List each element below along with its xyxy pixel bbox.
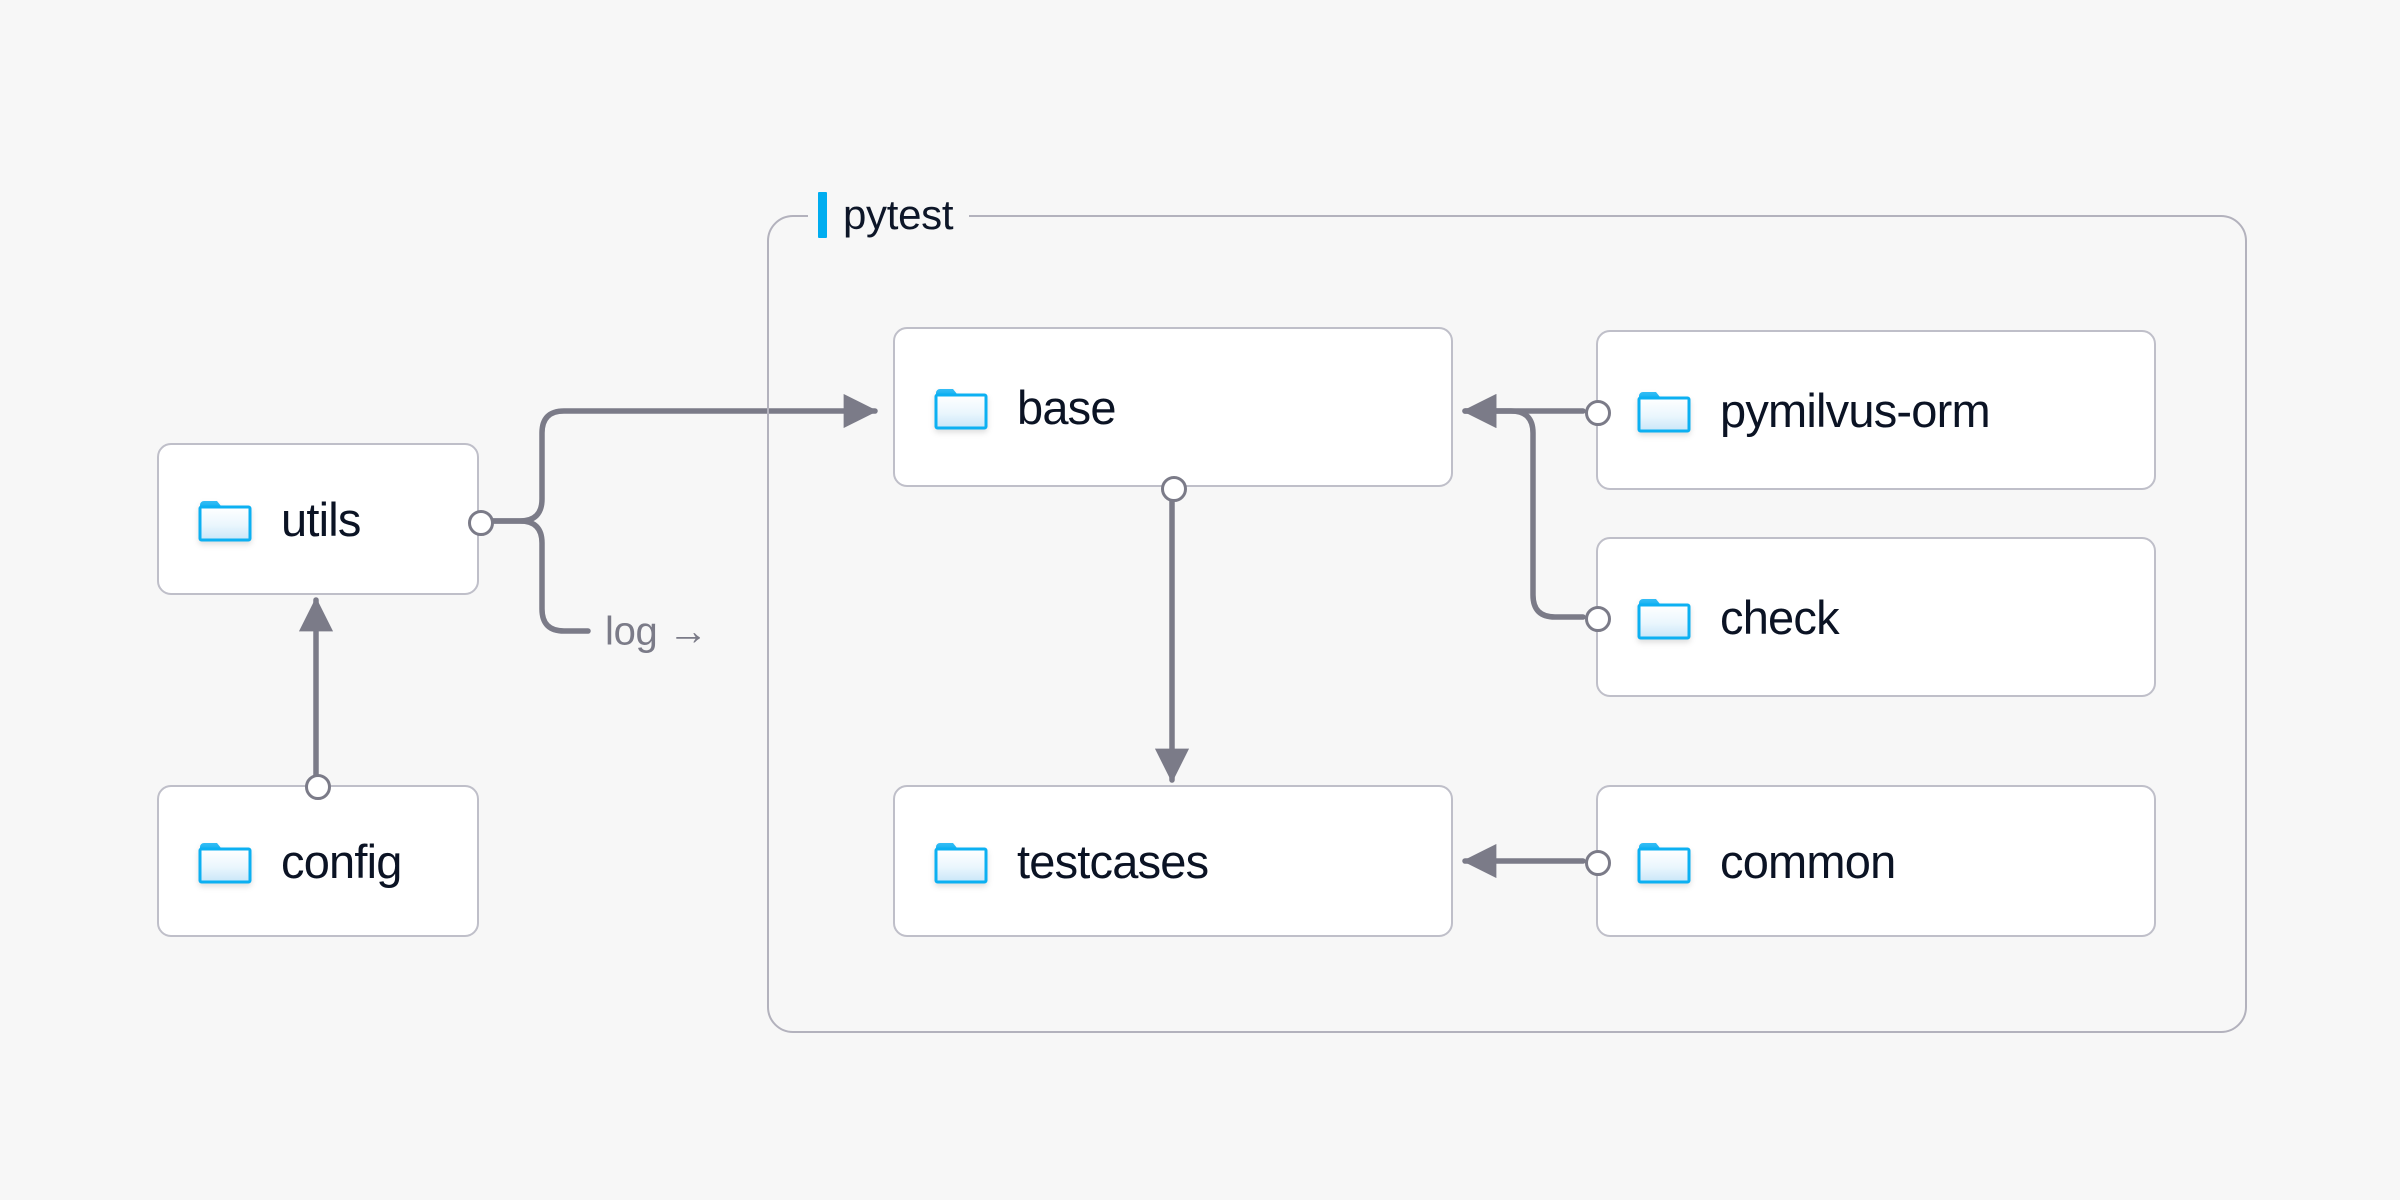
node-common[interactable]: common [1585, 785, 2156, 937]
node-base[interactable]: base [893, 327, 1453, 502]
node-config-label: config [281, 834, 402, 888]
node-common-label: common [1720, 834, 1896, 888]
folder-icon [1636, 593, 1692, 641]
node-pymilvus-orm-port-left[interactable] [1585, 400, 1611, 426]
node-check-port-left[interactable] [1585, 606, 1611, 632]
folder-icon [933, 383, 989, 431]
node-check-label: check [1720, 590, 1840, 644]
folder-icon [197, 837, 253, 885]
node-check[interactable]: check [1585, 537, 2156, 697]
folder-icon [197, 495, 253, 543]
node-config[interactable]: config [157, 774, 479, 937]
node-utils-label: utils [281, 492, 361, 546]
group-accent-bar [818, 192, 827, 238]
group-pytest-label-wrap: pytest [808, 188, 970, 242]
node-utils-port-right[interactable] [468, 510, 494, 536]
node-config-port-top[interactable] [305, 774, 331, 800]
node-base-label: base [1017, 380, 1117, 434]
folder-icon [1636, 837, 1692, 885]
group-pytest[interactable] [767, 215, 2247, 1033]
node-utils[interactable]: utils [157, 443, 494, 595]
node-testcases[interactable]: testcases [893, 785, 1453, 937]
node-common-port-left[interactable] [1585, 850, 1611, 876]
node-pymilvus-orm[interactable]: pymilvus-orm [1585, 330, 2156, 490]
node-testcases-label: testcases [1017, 834, 1209, 888]
group-pytest-label: pytest [843, 191, 954, 238]
node-pymilvus-orm-label: pymilvus-orm [1720, 383, 1991, 437]
folder-icon [933, 837, 989, 885]
edge-utils-log [484, 518, 591, 634]
folder-icon [1636, 386, 1692, 434]
edge-label-log: log → [605, 609, 708, 654]
node-base-port-bottom[interactable] [1161, 476, 1187, 502]
